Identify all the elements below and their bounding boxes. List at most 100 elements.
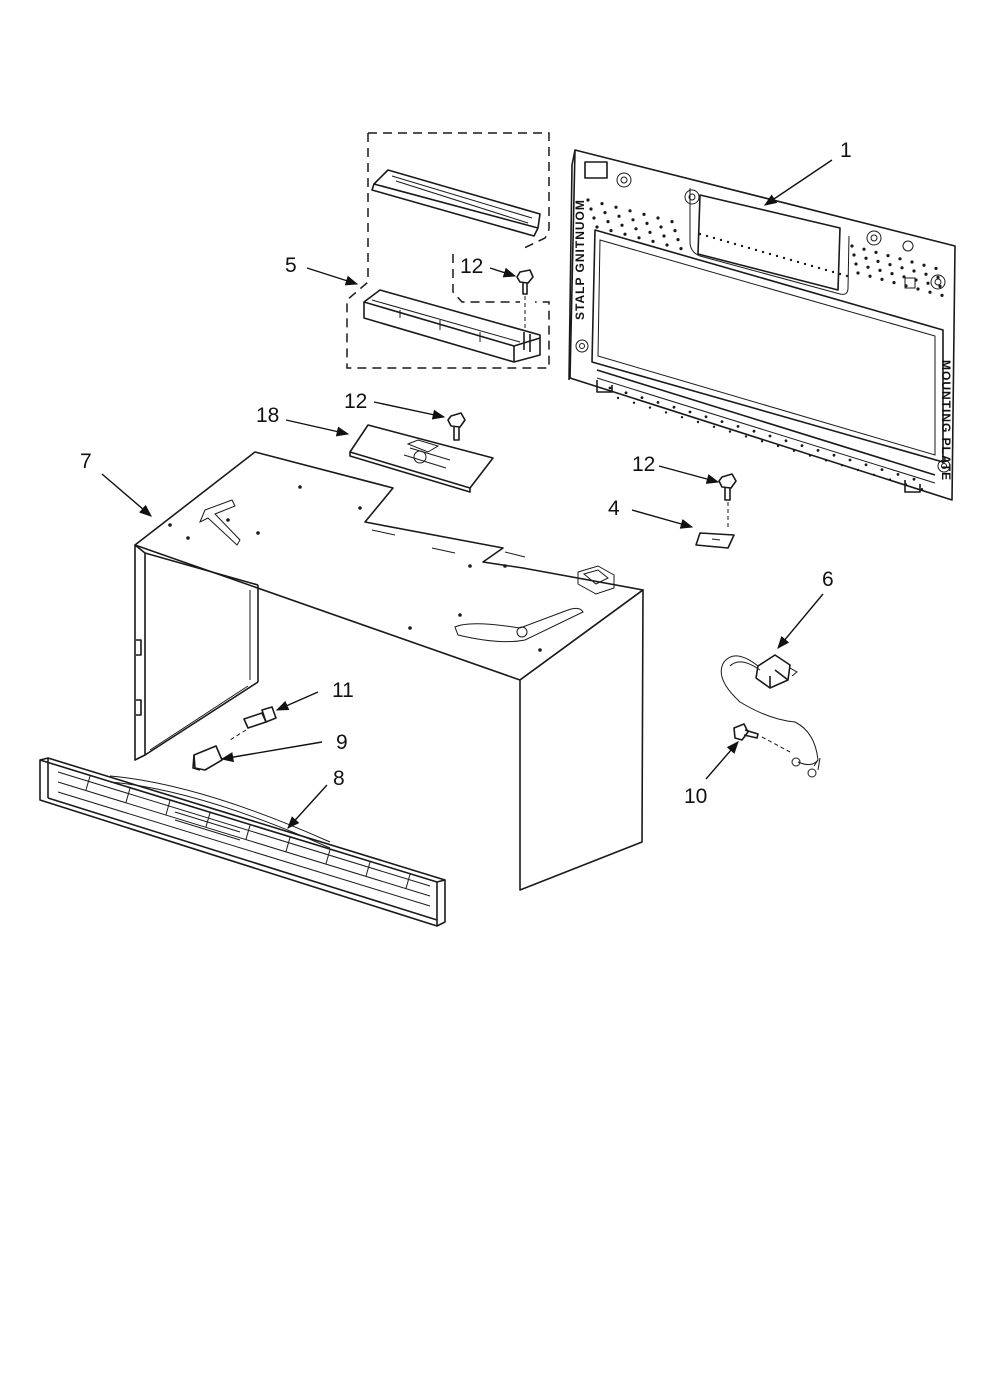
cabinet-part xyxy=(134,451,644,891)
hole-dot xyxy=(904,483,908,486)
hole-dot xyxy=(864,463,868,467)
hole-dot xyxy=(648,406,652,409)
screw-part-mid xyxy=(447,412,466,441)
hole-dot xyxy=(634,227,638,231)
hole-dot xyxy=(792,449,796,452)
hole-dot xyxy=(938,284,942,288)
hole-dot xyxy=(656,216,660,220)
hole-dot xyxy=(886,254,890,258)
hole-dot xyxy=(186,536,190,540)
hole-dot xyxy=(768,252,772,256)
screw-part-top xyxy=(516,269,534,330)
hole-dot xyxy=(698,232,702,236)
hole-dot xyxy=(503,564,507,568)
hole-dot xyxy=(740,244,744,248)
damper-plate-part xyxy=(349,424,494,493)
grommet-part xyxy=(229,706,277,741)
hole-dot xyxy=(840,464,844,467)
hole-dot xyxy=(719,238,723,242)
hole-dot xyxy=(586,198,590,202)
hole-dot xyxy=(880,277,884,281)
hole-dot xyxy=(866,265,870,269)
hole-dot xyxy=(810,264,814,268)
hole-dot xyxy=(672,405,676,409)
hole-dot xyxy=(688,410,692,414)
mounting-plate-part: STALP GNITNUOM MOUNTING PLATE xyxy=(568,149,956,501)
hole-dot xyxy=(679,247,683,251)
hole-dot xyxy=(775,254,779,258)
hole-dot xyxy=(728,430,732,433)
hole-dot xyxy=(892,281,896,285)
hole-dot xyxy=(761,250,765,254)
hole-dot xyxy=(754,248,758,252)
hole-dot xyxy=(648,230,652,234)
callout-5: 5 xyxy=(285,254,297,277)
leader-lines xyxy=(101,159,833,829)
vent-grille-part xyxy=(39,757,446,927)
callout-12-right: 12 xyxy=(632,453,655,476)
hole-dot xyxy=(538,648,542,652)
hole-dot xyxy=(606,220,610,224)
hole-dot xyxy=(664,411,668,414)
hole-dot xyxy=(609,229,613,233)
hole-dot xyxy=(848,458,852,462)
hole-dot xyxy=(656,401,660,404)
bracket-part xyxy=(695,532,735,549)
hole-dot xyxy=(673,229,677,233)
hole-dot xyxy=(659,225,663,229)
hole-dot xyxy=(914,278,918,282)
hole-dot xyxy=(904,284,908,288)
grille-rib xyxy=(405,874,411,889)
hole-dot xyxy=(880,468,884,471)
hole-dot xyxy=(592,216,596,220)
hole-dot xyxy=(458,613,462,617)
hole-dot xyxy=(928,290,932,294)
hole-dot xyxy=(589,207,593,211)
hole-dot xyxy=(298,485,302,489)
hole-dot xyxy=(600,202,604,206)
hole-dot xyxy=(617,214,621,218)
grille-rib xyxy=(245,825,251,840)
hole-dot xyxy=(874,250,878,254)
callout-10: 10 xyxy=(684,785,707,808)
callout-8: 8 xyxy=(333,767,345,790)
callout-12-top: 12 xyxy=(460,255,483,278)
hole-dot xyxy=(623,232,627,236)
hole-dot xyxy=(878,268,882,272)
hole-dot xyxy=(803,262,807,266)
hole-dot xyxy=(936,275,940,279)
grille-rib xyxy=(125,788,131,803)
hole-dot xyxy=(620,223,624,227)
hole-dot xyxy=(898,257,902,261)
hole-dot xyxy=(760,440,764,443)
hole-dot xyxy=(800,444,804,447)
hole-dot xyxy=(920,488,924,491)
hole-dot xyxy=(704,415,708,419)
hole-dot xyxy=(733,242,737,246)
hole-dot xyxy=(747,246,751,250)
hole-dot xyxy=(789,258,793,262)
callout-6: 6 xyxy=(822,568,834,591)
hole-dot xyxy=(824,268,828,272)
hole-dot xyxy=(784,439,788,443)
hole-dot xyxy=(680,416,684,419)
callout-9: 9 xyxy=(336,731,348,754)
grille-rib xyxy=(85,775,91,791)
hole-dot xyxy=(637,236,641,240)
hole-dot xyxy=(850,244,854,248)
hole-dot xyxy=(408,626,412,630)
hole-dot xyxy=(608,386,612,390)
hole-dot xyxy=(631,218,635,222)
hole-dot xyxy=(922,263,926,267)
hole-dot xyxy=(808,454,812,457)
hole-dot xyxy=(832,453,836,457)
hole-dot xyxy=(628,209,632,213)
hole-dot xyxy=(752,429,756,433)
hole-dot xyxy=(712,236,716,240)
hole-dot xyxy=(924,272,928,276)
hole-dot xyxy=(616,396,620,400)
hole-dot xyxy=(856,468,860,472)
hole-dot xyxy=(720,420,724,423)
hole-dot xyxy=(468,564,472,568)
